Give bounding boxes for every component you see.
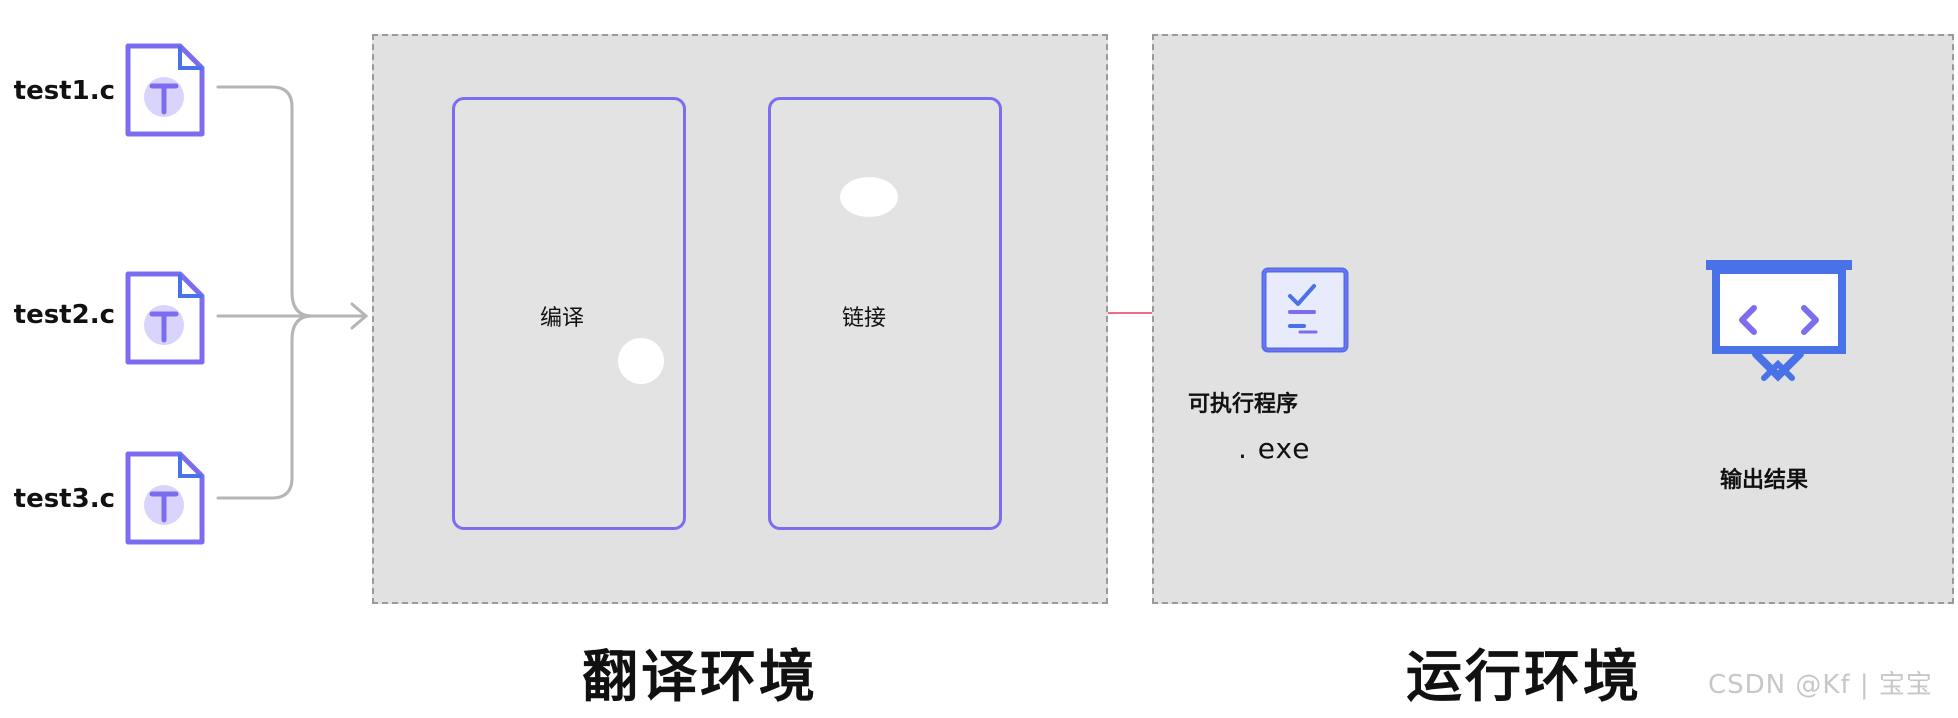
presentation-screen-icon: [1702, 258, 1856, 398]
input-bracket: [216, 85, 369, 500]
translation-environment-title: 翻译环境: [582, 645, 818, 710]
c-file-icon: [124, 270, 206, 366]
executable-extension-label: . exe: [1238, 432, 1311, 465]
compile-stage-label: 编译: [540, 306, 585, 331]
file-label-test1: test1.c: [13, 76, 115, 106]
file-label-test2: test2.c: [13, 300, 115, 330]
link-stage-label: 链接: [842, 306, 887, 331]
output-label: 输出结果: [1720, 468, 1809, 493]
file-label-test3: test3.c: [13, 484, 115, 514]
highlight-blob: [618, 338, 664, 384]
compile-stage-box: [452, 97, 686, 530]
executable-label: 可执行程序: [1188, 392, 1299, 417]
c-file-icon: [124, 42, 206, 138]
watermark: CSDN @Kf | 宝宝: [1708, 670, 1933, 700]
link-stage-box: [768, 97, 1002, 530]
c-file-icon: [124, 450, 206, 546]
runtime-environment-title: 运行环境: [1406, 645, 1642, 710]
highlight-blob: [840, 177, 898, 217]
executable-icon: [1260, 266, 1350, 354]
